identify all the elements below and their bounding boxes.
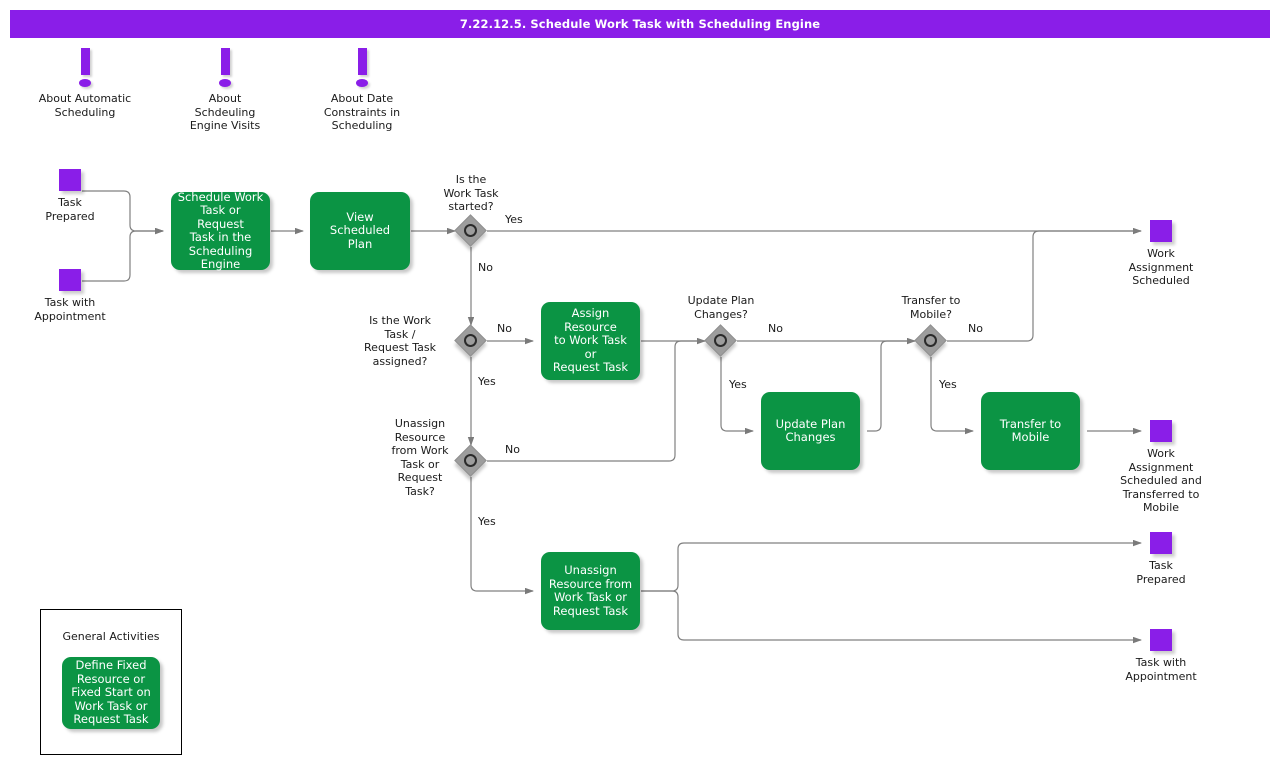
- edge-label-assigned-yes: Yes: [478, 375, 496, 388]
- start-task-with-appointment[interactable]: Task with Appointment: [10, 269, 130, 323]
- event-square-icon: [1150, 420, 1172, 442]
- gateway-unassign-resource[interactable]: [454, 444, 487, 477]
- event-square-icon: [1150, 629, 1172, 651]
- activity-label: Update Plan Changes: [775, 416, 846, 444]
- gateway-unassign-resource-label: Unassign Resource from Work Task or Requ…: [391, 417, 449, 498]
- activity-unassign-resource[interactable]: Unassign Resource from Work Task or Requ…: [541, 552, 640, 630]
- edge-label-unassign-yes: Yes: [478, 515, 496, 528]
- end-task-prepared[interactable]: Task Prepared: [1100, 532, 1222, 586]
- general-activities-panel: General Activities Define Fixed Resource…: [40, 609, 182, 755]
- activity-label: Define Fixed Resource or Fixed Start on …: [71, 658, 151, 727]
- note-label: About Schdeuling Engine Visits: [189, 92, 261, 132]
- edge-label-assigned-no: No: [497, 322, 512, 335]
- edge-label-started-yes: Yes: [505, 213, 523, 226]
- activity-view-scheduled-plan[interactable]: View Scheduled Plan: [310, 192, 410, 270]
- page-title: 7.22.12.5. Schedule Work Task with Sched…: [10, 10, 1270, 38]
- event-square-icon: [59, 269, 81, 291]
- end-work-assignment-scheduled[interactable]: Work Assignment Scheduled: [1100, 220, 1222, 288]
- gateway-ring-icon: [464, 334, 477, 347]
- event-square-icon: [1150, 220, 1172, 242]
- gateway-ring-icon: [464, 224, 477, 237]
- gateway-transfer-to-mobile-label: Transfer to Mobile?: [901, 294, 961, 321]
- edge-label-update-no: No: [768, 322, 783, 335]
- activity-label: Transfer to Mobile: [999, 416, 1062, 444]
- event-square-icon: [1150, 532, 1172, 554]
- gateway-ring-icon: [464, 454, 477, 467]
- gateway-update-plan-changes-label: Update Plan Changes?: [687, 294, 755, 321]
- gateway-task-assigned[interactable]: [454, 324, 487, 357]
- exclamation-icon: [355, 48, 369, 90]
- general-activities-title: General Activities: [62, 630, 160, 643]
- end-work-assignment-transferred[interactable]: Work Assignment Scheduled and Transferre…: [1100, 420, 1222, 515]
- note-date-constraints: About Date Constraints in Scheduling: [302, 48, 422, 133]
- event-label: Task with Appointment: [1125, 656, 1197, 683]
- activity-update-plan-changes[interactable]: Update Plan Changes: [761, 392, 860, 470]
- event-square-icon: [59, 169, 81, 191]
- edge-label-transfer-no: No: [968, 322, 983, 335]
- gateway-update-plan-changes[interactable]: [704, 324, 737, 357]
- activity-define-fixed-resource[interactable]: Define Fixed Resource or Fixed Start on …: [62, 657, 160, 729]
- activity-schedule-work-task[interactable]: Schedule Work Task or Request Task in th…: [171, 189, 270, 271]
- gateway-transfer-to-mobile[interactable]: [914, 324, 947, 357]
- gateway-task-assigned-label: Is the Work Task / Request Task assigned…: [364, 314, 436, 368]
- exclamation-icon: [78, 48, 92, 90]
- gateway-ring-icon: [924, 334, 937, 347]
- gateway-work-task-started[interactable]: [454, 214, 487, 247]
- start-task-prepared[interactable]: Task Prepared: [10, 169, 130, 223]
- event-label: Task Prepared: [45, 196, 95, 223]
- exclamation-icon: [218, 48, 232, 90]
- event-label: Task Prepared: [1136, 559, 1186, 586]
- gateway-work-task-started-label: Is the Work Task started?: [443, 173, 499, 213]
- edge-label-started-no: No: [478, 261, 493, 274]
- note-automatic-scheduling: About Automatic Scheduling: [25, 48, 145, 119]
- gateway-ring-icon: [714, 334, 727, 347]
- end-task-with-appointment[interactable]: Task with Appointment: [1100, 629, 1222, 683]
- event-label: Task with Appointment: [34, 296, 106, 323]
- activity-label: Unassign Resource from Work Task or Requ…: [548, 563, 633, 618]
- note-scheduling-engine-visits: About Schdeuling Engine Visits: [165, 48, 285, 133]
- activity-transfer-to-mobile[interactable]: Transfer to Mobile: [981, 392, 1080, 470]
- activity-label: Schedule Work Task or Request Task in th…: [177, 189, 264, 271]
- edge-label-update-yes: Yes: [729, 378, 747, 391]
- activity-label: Assign Resource to Work Task or Request …: [552, 306, 629, 375]
- activity-assign-resource[interactable]: Assign Resource to Work Task or Request …: [541, 302, 640, 380]
- event-label: Work Assignment Scheduled: [1128, 247, 1194, 287]
- event-label: Work Assignment Scheduled and Transferre…: [1120, 447, 1202, 514]
- edge-label-unassign-no: No: [505, 443, 520, 456]
- activity-label: View Scheduled Plan: [329, 209, 391, 251]
- note-label: About Automatic Scheduling: [38, 92, 132, 119]
- edge-label-transfer-yes: Yes: [939, 378, 957, 391]
- note-label: About Date Constraints in Scheduling: [323, 92, 401, 132]
